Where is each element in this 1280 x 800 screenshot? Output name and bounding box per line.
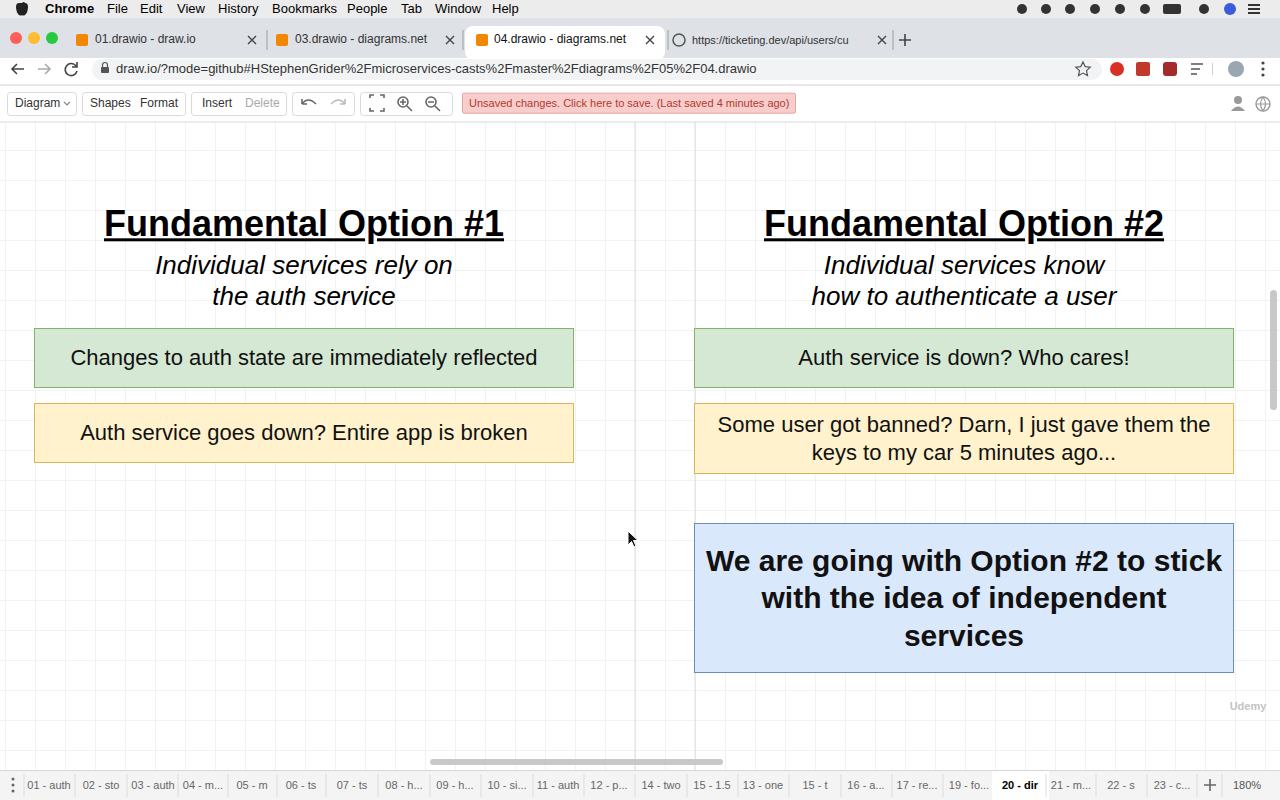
page-tab: 15 - t <box>802 779 827 792</box>
browser-tab-title: https://ticketing.dev/api/users/cu <box>692 34 849 47</box>
page-tab: 12 - p... <box>590 779 627 792</box>
toolbar-button: Delete <box>245 97 280 111</box>
pro-box: Auth service is down? Who cares! <box>694 328 1234 388</box>
menu-item: File <box>107 2 128 17</box>
toolbar-button: Diagram <box>15 97 60 111</box>
decision-box: We are going with Option #2 to stick wit… <box>694 523 1234 673</box>
pro-box: Changes to auth state are immediately re… <box>34 328 574 388</box>
browser-tab-title: 03.drawio - diagrams.net <box>295 33 427 47</box>
page-tab: 17 - re... <box>897 779 938 792</box>
page-tab: 15 - 1.5 <box>693 779 730 792</box>
option-heading: Fundamental Option #1 <box>104 203 504 244</box>
menu-item: Edit <box>140 2 162 17</box>
page-tab: 04 - m... <box>183 779 223 792</box>
menu-item: Tab <box>401 2 422 17</box>
option-subtitle: Individual services rely on the auth ser… <box>139 250 469 312</box>
box-text: Auth service goes down? Entire app is br… <box>80 419 528 447</box>
page-tab: 07 - ts <box>337 779 368 792</box>
menu-item: View <box>177 2 205 17</box>
page-tab: 23 - c... <box>1154 779 1191 792</box>
menu-item: People <box>347 2 387 17</box>
unsaved-banner: Unsaved changes. Click here to save. (La… <box>462 93 796 114</box>
page-tab: 02 - sto <box>83 779 120 792</box>
page-tab: 14 - two <box>641 779 680 792</box>
menu-item: Bookmarks <box>272 2 337 17</box>
app-menu: Chrome <box>45 2 94 17</box>
box-text: We are going with Option #2 to stick wit… <box>705 542 1223 655</box>
zoom-level: 180% <box>1233 779 1261 792</box>
page-tab: 03 - auth <box>131 779 174 792</box>
page-tab: 05 - m <box>236 779 267 792</box>
toolbar-button: Insert <box>202 97 232 111</box>
box-text: Some user got banned? Darn, I just gave … <box>705 411 1223 466</box>
page-tab: 11 - auth <box>537 779 580 792</box>
page-tab: 13 - one <box>743 779 783 792</box>
page-tab: 16 - a... <box>847 779 884 792</box>
toolbar-button: Shapes <box>90 97 131 111</box>
address-url: draw.io/?mode=github#HStephenGrider%2Fmi… <box>116 62 757 77</box>
menu-item: History <box>218 2 258 17</box>
option-heading: Fundamental Option #2 <box>764 203 1164 244</box>
page-tab: 01 - auth <box>27 779 70 792</box>
page-tab: 06 - ts <box>286 779 317 792</box>
con-box: Auth service goes down? Entire app is br… <box>34 403 574 463</box>
page-tab: 09 - h... <box>436 779 473 792</box>
box-text: Changes to auth state are immediately re… <box>70 344 537 372</box>
box-text: Auth service is down? Who cares! <box>798 344 1129 372</box>
option-subtitle: Individual services know how to authenti… <box>799 250 1129 312</box>
browser-tab-title: 01.drawio - draw.io <box>95 33 196 47</box>
page-tab: 19 - fo... <box>949 779 989 792</box>
browser-tab-title: 04.drawio - diagrams.net <box>494 33 626 47</box>
page-tab: 20 - dir <box>1002 779 1038 792</box>
page-tab: 08 - h... <box>385 779 422 792</box>
page-tab: 21 - m... <box>1051 779 1091 792</box>
page-tab: 22 - s <box>1107 779 1135 792</box>
page-tab: 10 - si... <box>487 779 526 792</box>
watermark: Udemy <box>1230 700 1267 713</box>
menu-item: Help <box>492 2 519 17</box>
toolbar-button: Format <box>140 97 178 111</box>
con-box: Some user got banned? Darn, I just gave … <box>694 403 1234 474</box>
menu-item: Window <box>435 2 481 17</box>
